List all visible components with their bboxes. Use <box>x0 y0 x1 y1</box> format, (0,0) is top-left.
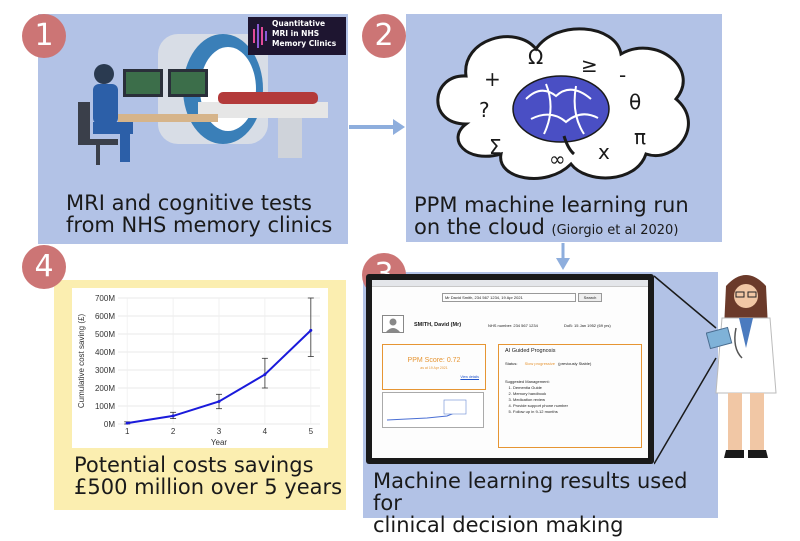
status-value: Slow progressive <box>524 361 556 366</box>
view-details-link[interactable]: View details <box>460 375 479 379</box>
y-tick-label: 200M <box>95 384 115 393</box>
step2-caption: PPM machine learning run on the cloud (G… <box>414 193 689 239</box>
step1-caption: MRI and cognitive tests from NHS memory … <box>66 191 333 237</box>
logo-line-1: Quantitative <box>272 19 326 28</box>
list-item: Medication review <box>513 397 568 403</box>
date-of-birth: DoB: 15 Jan 1952 (69 yrs) <box>564 323 611 328</box>
list-item: Dementia Guide <box>513 385 568 391</box>
x-axis-label: Year <box>211 438 228 447</box>
management-list: Dementia Guide Memory handbook Medicatio… <box>503 385 568 415</box>
nhs-number: NHS number: 234 567 1234 <box>488 323 538 328</box>
y-tick-label: 700M <box>95 294 115 303</box>
management-title: Suggested Management: <box>505 379 550 384</box>
data-point <box>125 421 129 425</box>
step1-panel: Quantitative MRI in NHS Memory Clinics M… <box>38 14 348 244</box>
x-tick-label: 4 <box>263 427 268 436</box>
ppm-score: PPM Score: 0.72 <box>407 357 461 364</box>
bar-graphic-icon <box>253 24 267 48</box>
score-date: as at 19 Apr 2021 <box>420 366 448 370</box>
y-tick-label: 500M <box>95 330 115 339</box>
x-tick-label: 1 <box>125 427 130 436</box>
step1-badge: 1 <box>22 14 66 58</box>
step3-caption: Machine learning results used for clinic… <box>373 469 688 537</box>
step4-caption: Potential costs savings £500 million ove… <box>74 453 343 499</box>
doctor-illustration <box>706 275 777 458</box>
symbol-infinity: ∞ <box>549 147 566 171</box>
y-tick-label: 100M <box>95 402 115 411</box>
clinical-screen: Mr David Smith, 234 567 1234, 19 Apr 202… <box>372 280 648 458</box>
logo-line-3: Memory Clinics <box>272 39 337 48</box>
data-point <box>309 328 313 332</box>
y-tick-label: 300M <box>95 366 115 375</box>
x-tick-label: 2 <box>171 427 176 436</box>
y-axis-label: Cumulative cost saving (£) <box>77 314 86 409</box>
y-tick-label: 600M <box>95 312 115 321</box>
avatar <box>382 315 404 333</box>
symbol-plus: + <box>484 67 501 91</box>
zoom-callout-lines <box>654 275 717 465</box>
mri-scene-illustration <box>78 34 328 165</box>
step2-panel: Ω ≥ - + ? θ π Σ ∞ x PPM machine learning… <box>406 14 722 242</box>
cloud-brain-illustration: Ω ≥ - + ? θ π Σ ∞ x <box>436 27 690 180</box>
x-tick-label: 5 <box>309 427 314 436</box>
list-item: Provide support phone number <box>513 403 568 409</box>
arrow-right-icon <box>349 119 405 135</box>
prognosis-title: AI Guided Prognosis <box>505 348 556 354</box>
symbol-pi: π <box>634 125 646 149</box>
data-point <box>171 414 175 418</box>
browser-bar <box>372 280 648 287</box>
symbol-omega: Ω <box>528 45 543 69</box>
symbol-x: x <box>598 140 610 164</box>
symbol-geq: ≥ <box>581 53 598 77</box>
score-card: PPM Score: 0.72 as at 19 Apr 2021 View d… <box>382 344 486 390</box>
monitor-frame: Mr David Smith, 234 567 1234, 19 Apr 202… <box>366 274 654 464</box>
y-tick-label: 400M <box>95 348 115 357</box>
search-input[interactable]: Mr David Smith, 234 567 1234, 19 Apr 202… <box>442 293 576 302</box>
arrow-down-icon <box>556 243 570 270</box>
data-point <box>263 373 267 376</box>
list-item: Follow up in 9-12 months <box>513 409 568 415</box>
symbol-theta: θ <box>629 90 641 114</box>
symbol-sigma: Σ <box>489 135 502 159</box>
list-item: Memory handbook <box>513 391 568 397</box>
step4-badge: 4 <box>22 245 66 289</box>
symbol-question: ? <box>479 98 490 122</box>
status-previous: (previously Stable) <box>558 361 592 366</box>
step2-badge: 2 <box>362 14 406 58</box>
data-point <box>217 400 221 403</box>
x-tick-label: 3 <box>217 427 222 436</box>
symbol-minus: - <box>619 63 626 87</box>
patient-name: SMITH, David (Mr) <box>414 322 462 328</box>
prognosis-card: AI Guided Prognosis Status: Slow progres… <box>498 344 642 448</box>
search-button[interactable]: Search <box>578 293 602 302</box>
y-tick-label: 0M <box>104 420 115 429</box>
mini-trend-chart <box>382 392 484 428</box>
study-logo: Quantitative MRI in NHS Memory Clinics <box>248 17 346 55</box>
status-label: Status: <box>505 361 518 366</box>
logo-line-2: MRI in NHS <box>272 29 320 38</box>
